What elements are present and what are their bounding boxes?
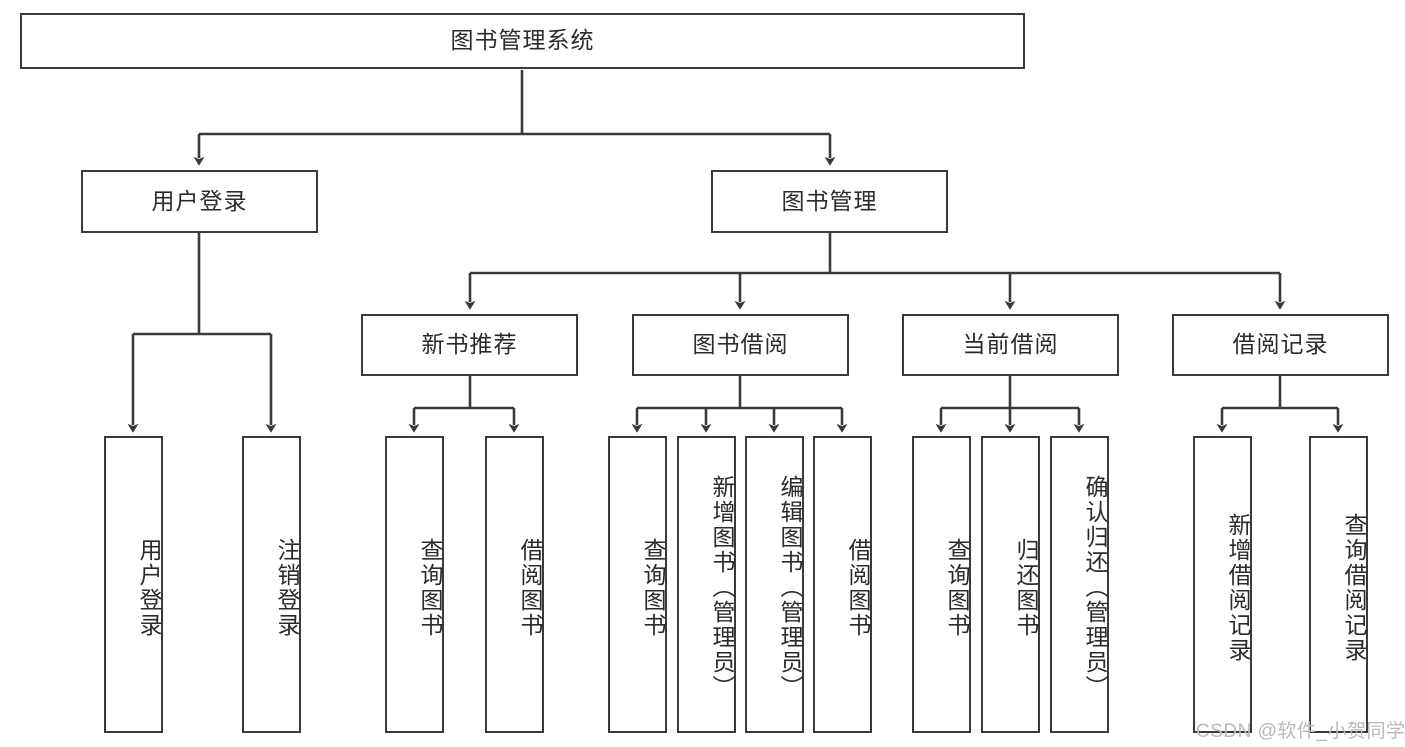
node-label: 查询图书	[640, 537, 666, 638]
node-leaf-edit-book: 编辑图书（管理员）	[745, 436, 804, 733]
node-label: 借阅记录	[1232, 331, 1329, 358]
node-current-borrow: 当前借阅	[902, 314, 1119, 376]
node-label: 用户登录	[136, 537, 162, 638]
node-label: 编辑图书（管理员）	[777, 475, 803, 700]
node-label: 图书借阅	[692, 331, 789, 358]
node-label: 查询图书	[417, 537, 443, 638]
node-leaf-query-record: 查询借阅记录	[1309, 436, 1368, 733]
node-label: 用户登录	[151, 187, 248, 214]
node-leaf-add-record: 新增借阅记录	[1193, 436, 1252, 733]
node-leaf-query-book-2: 查询图书	[608, 436, 667, 733]
node-label: 确认归还（管理员）	[1082, 475, 1108, 700]
node-new-book-recommend: 新书推荐	[361, 314, 578, 376]
node-label: 新增借阅记录	[1225, 512, 1251, 663]
node-leaf-borrow-book-2: 借阅图书	[813, 436, 872, 733]
node-leaf-logout-login: 注销登录	[242, 436, 301, 733]
node-label: 归还图书	[1013, 537, 1039, 638]
node-user-login: 用户登录	[81, 170, 318, 233]
node-leaf-query-book-3: 查询图书	[912, 436, 971, 733]
node-label: 图书管理系统	[450, 27, 595, 54]
node-label: 新书推荐	[421, 331, 518, 358]
node-borrow-record: 借阅记录	[1172, 314, 1389, 376]
node-label: 借阅图书	[517, 537, 543, 638]
node-book-management: 图书管理	[711, 170, 948, 233]
node-root: 图书管理系统	[20, 13, 1025, 69]
node-leaf-confirm-return: 确认归还（管理员）	[1050, 436, 1109, 733]
watermark-text: CSDN @软件_小贺同学	[1196, 721, 1405, 742]
node-label: 查询借阅记录	[1341, 512, 1367, 663]
node-label: 借阅图书	[845, 537, 871, 638]
node-label: 注销登录	[274, 537, 300, 638]
node-label: 图书管理	[781, 187, 878, 214]
node-leaf-query-book-1: 查询图书	[385, 436, 444, 733]
node-label: 新增图书（管理员）	[709, 475, 735, 700]
node-label: 当前借阅	[962, 331, 1059, 358]
node-leaf-add-book: 新增图书（管理员）	[677, 436, 736, 733]
node-leaf-return-book: 归还图书	[981, 436, 1040, 733]
node-book-borrow: 图书借阅	[632, 314, 849, 376]
node-leaf-user-login: 用户登录	[104, 436, 163, 733]
node-label: 查询图书	[944, 537, 970, 638]
node-leaf-borrow-book-1: 借阅图书	[485, 436, 544, 733]
